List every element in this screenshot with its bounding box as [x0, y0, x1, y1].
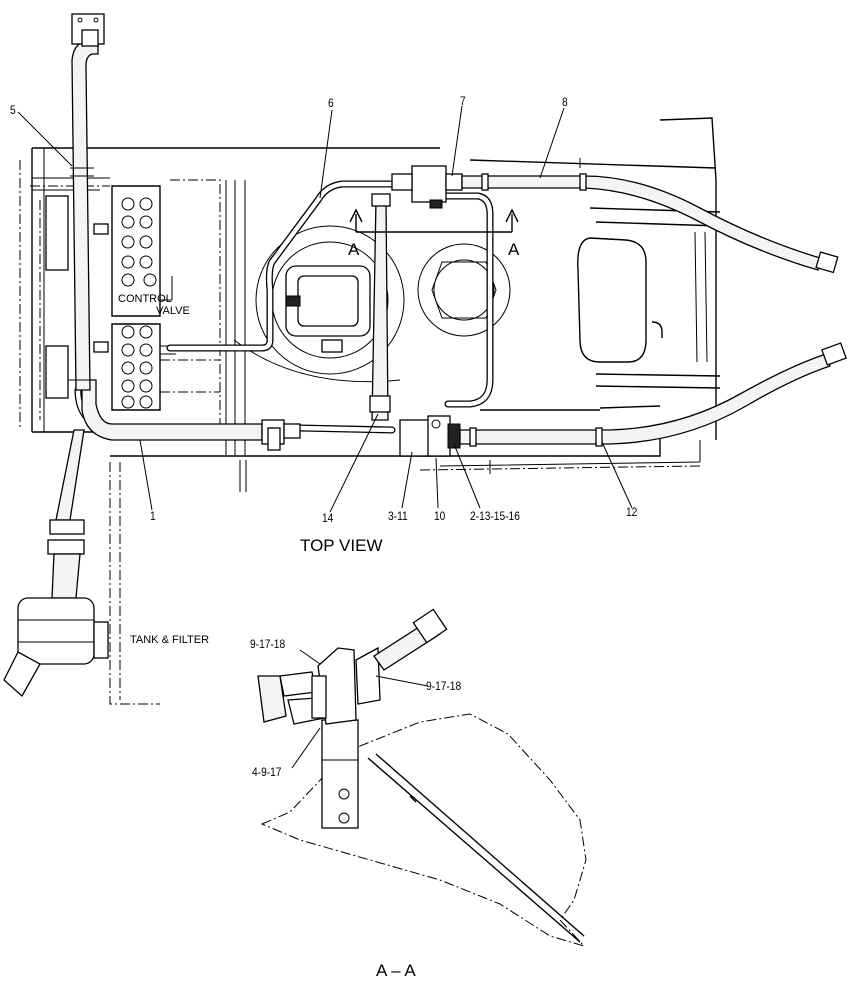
callout-14: 14 — [322, 511, 334, 525]
section-aa-title: A – A — [376, 961, 416, 980]
callout-1: 1 — [150, 509, 156, 523]
hose-12 — [459, 342, 847, 447]
section-marker-right: A — [508, 240, 520, 259]
leader-lines — [17, 105, 633, 769]
tank-filter — [3, 597, 109, 698]
callout-4-9-17: 4-9-17 — [252, 765, 282, 779]
callout-6: 6 — [328, 96, 334, 110]
hose-5 — [68, 13, 105, 391]
callout-9-17-18-right: 9-17-18 — [426, 679, 462, 693]
section-marker-left: A — [348, 240, 360, 259]
section-cut-line — [349, 208, 519, 233]
hose-1 — [81, 379, 301, 451]
hose-to-tank — [47, 429, 85, 599]
section-aa-view — [257, 608, 587, 947]
callout-5: 5 — [10, 103, 16, 117]
callout-12: 12 — [626, 505, 638, 519]
swivel-joint — [233, 225, 511, 383]
tank-filter-label: TANK & FILTER — [130, 634, 210, 646]
callout-2-13-15-16: 2-13-15-16 — [470, 509, 520, 523]
fitting-block-10 — [399, 415, 461, 457]
fitting-block-7 — [391, 165, 463, 209]
callout-3-11: 3-11 — [388, 509, 408, 523]
top-view-title: TOP VIEW — [300, 536, 383, 555]
left-brackets — [45, 195, 109, 399]
callout-7: 7 — [460, 94, 466, 108]
control-label-line1: CONTROL — [118, 293, 172, 305]
frame-dashed-outline — [19, 160, 701, 705]
callout-9-17-18-left: 9-17-18 — [250, 637, 286, 651]
control-label-line2: VALVE — [156, 305, 190, 317]
callout-8: 8 — [562, 95, 568, 109]
callout-10: 10 — [434, 509, 446, 523]
control-valve-ports — [121, 197, 157, 409]
hose-8 — [461, 173, 839, 274]
hose-14 — [369, 193, 391, 421]
